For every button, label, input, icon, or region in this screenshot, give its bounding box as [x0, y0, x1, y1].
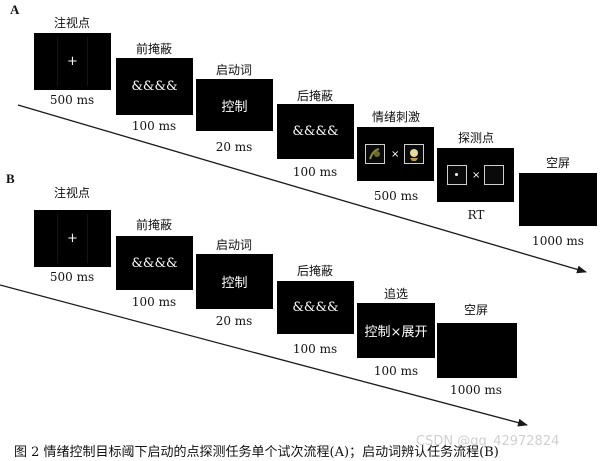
step-b1-duration: 500 ms: [49, 270, 95, 284]
step-b4-duration: 100 ms: [292, 342, 338, 356]
step-a5-label: 情绪刺激: [371, 110, 421, 124]
step-a4-screen: &&&&: [277, 104, 354, 159]
prime-word: 控制: [221, 99, 248, 115]
step-a2-label: 前掩蔽: [135, 42, 173, 56]
step-a5-screen: ×: [357, 127, 434, 181]
probe-dot: [455, 173, 458, 176]
emotional-image-right: [404, 144, 424, 164]
step-b1-screen: +: [34, 210, 111, 267]
step-a7-label: 空屏: [545, 156, 571, 170]
pre-mask-symbols: &&&&: [131, 255, 178, 271]
step-b6-label: 空屏: [463, 303, 489, 317]
post-mask-symbols: &&&&: [292, 124, 339, 139]
fixation-cross: +: [67, 54, 78, 69]
step-b3-duration: 20 ms: [215, 314, 253, 328]
step-b3-screen: 控制: [196, 254, 273, 309]
step-b5-label: 追选: [383, 287, 409, 301]
step-a7-screen: [519, 173, 597, 226]
probe-separator: ×: [472, 170, 481, 181]
probe-box-right: [484, 165, 504, 185]
panel-a-letter: A: [10, 2, 20, 17]
step-b1-label: 注视点: [53, 186, 91, 200]
step-a1-duration: 500 ms: [49, 93, 95, 107]
timeline-arrow-a: [17, 104, 587, 274]
probe-box-left: [447, 165, 467, 185]
figure-caption: 图 2 情绪控制目标阈下启动的点探测任务单个试次流程(A)；启动词辨认任务流程(…: [14, 445, 499, 460]
step-a7-duration: 1000 ms: [532, 234, 584, 248]
prime-word: 控制: [221, 276, 248, 291]
step-b4-label: 后掩蔽: [296, 264, 334, 278]
timeline-arrow-b: [0, 284, 528, 427]
pre-mask-symbols: &&&&: [131, 79, 178, 94]
step-b5-screen: 控制×展开: [357, 303, 435, 358]
step-a6-label: 探测点: [457, 131, 495, 145]
step-a3-duration: 20 ms: [215, 140, 253, 154]
step-a1-label: 注视点: [53, 16, 91, 30]
step-a5-duration: 500 ms: [373, 189, 419, 203]
step-b4-screen: &&&&: [277, 281, 354, 334]
step-a2-screen: &&&&: [116, 58, 193, 115]
emotional-image-left: [365, 144, 385, 164]
step-a6-screen: ×: [437, 148, 514, 202]
step-a6-duration: RT: [467, 208, 485, 222]
step-a3-screen: 控制: [196, 79, 273, 131]
step-b5-duration: 100 ms: [373, 364, 419, 378]
step-a4-label: 后掩蔽: [296, 89, 334, 103]
stimulus-separator: ×: [391, 149, 400, 160]
step-b6-screen: [437, 323, 517, 378]
step-b2-screen: &&&&: [116, 236, 193, 290]
fixation-cross: +: [67, 231, 78, 246]
panel-b-letter: B: [6, 171, 15, 186]
step-a3-label: 启动词: [215, 63, 253, 77]
step-b2-duration: 100 ms: [131, 295, 177, 309]
step-a2-duration: 100 ms: [131, 119, 177, 133]
step-b6-duration: 1000 ms: [450, 383, 502, 397]
post-mask-symbols: &&&&: [292, 300, 339, 315]
step-a4-duration: 100 ms: [292, 165, 338, 179]
choice-options: 控制×展开: [364, 325, 428, 340]
step-b2-label: 前掩蔽: [135, 218, 173, 232]
watermark: CSDN @qq_42972824: [416, 434, 560, 449]
step-a1-screen: +: [34, 33, 111, 90]
step-b3-label: 启动词: [215, 238, 253, 252]
